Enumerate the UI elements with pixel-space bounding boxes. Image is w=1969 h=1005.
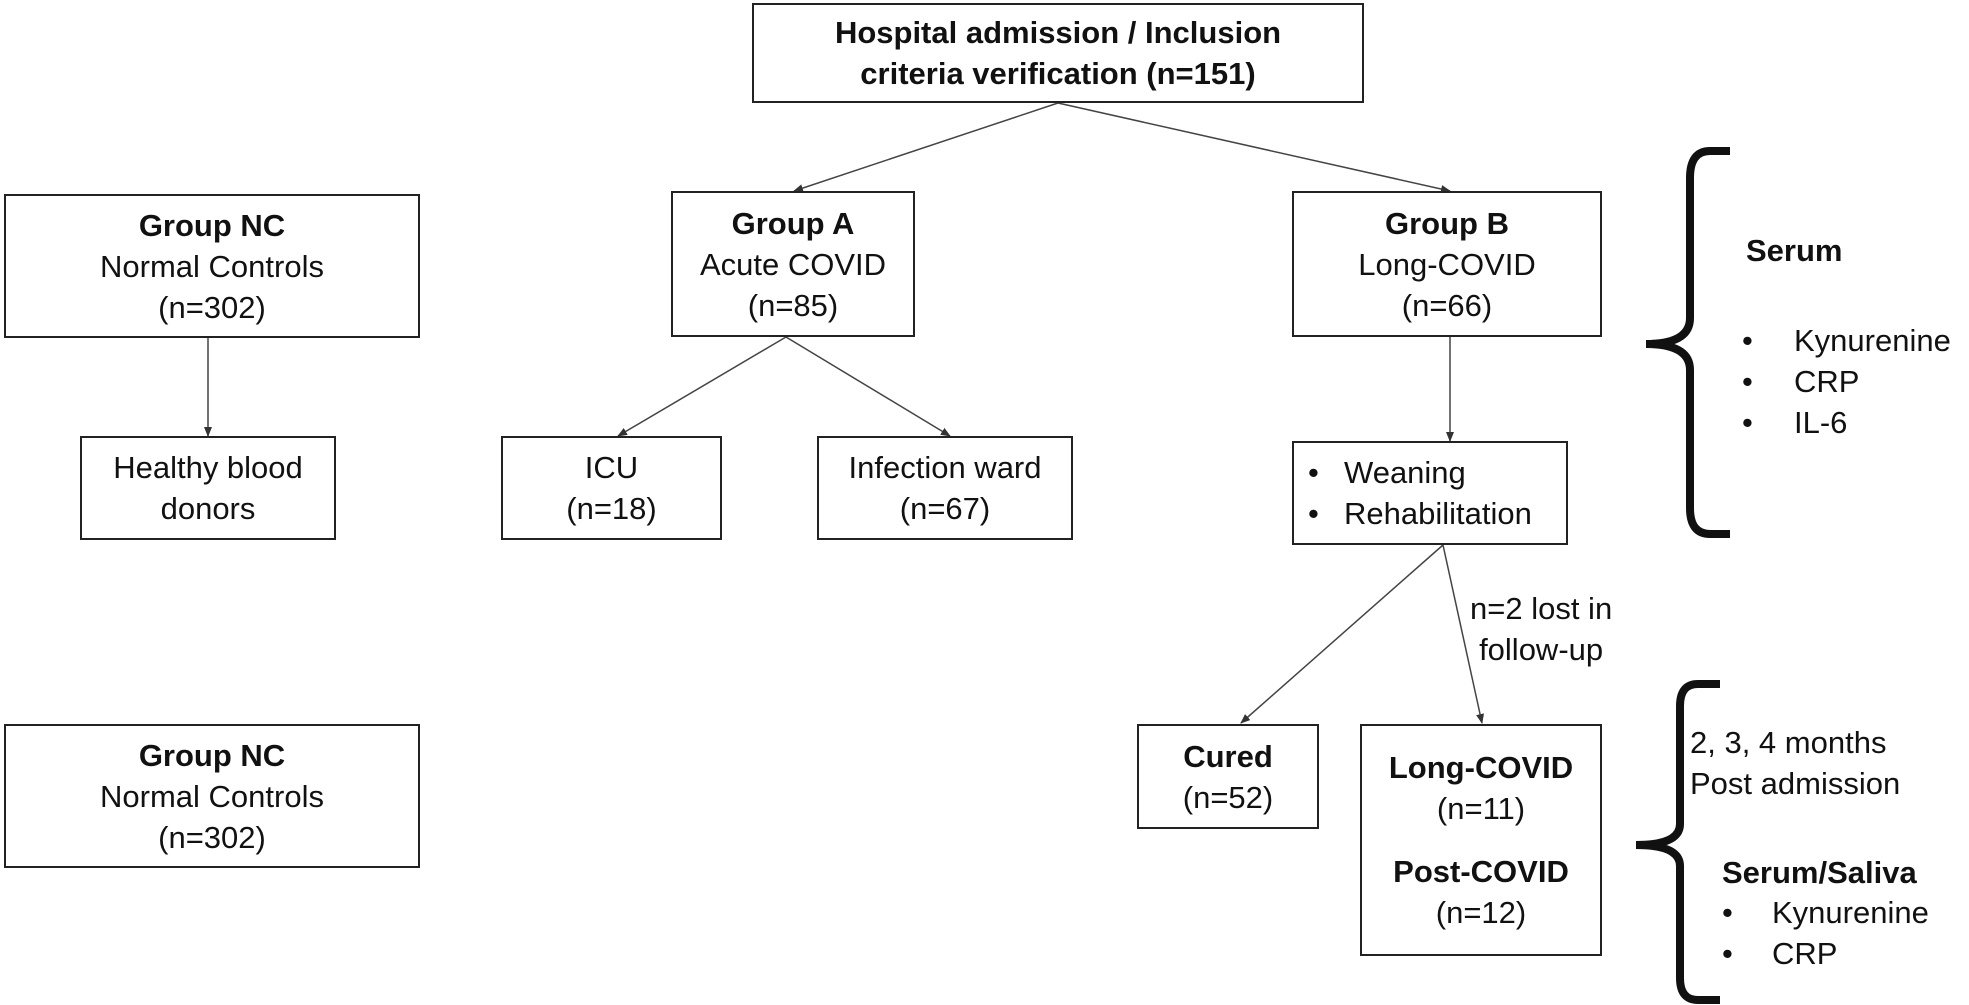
group-b-box: Group B Long-COVID (n=66) <box>1292 191 1602 337</box>
arrow-group-a-to-icu <box>617 336 787 437</box>
healthy-donors-line1: Healthy blood <box>113 450 303 485</box>
serum-marker-item: • CRP <box>1742 361 1951 402</box>
lost-follow-up-line2: follow-up <box>1479 632 1604 667</box>
serum-title: Serum <box>1746 233 1843 268</box>
cured-title: Cured <box>1183 738 1273 774</box>
kynurenine-label: Kynurenine <box>1794 323 1951 358</box>
kynurenine-label: Kynurenine <box>1772 895 1929 930</box>
post-covid-title: Post-COVID <box>1393 853 1569 889</box>
icu-count: (n=18) <box>566 491 657 526</box>
infection-ward-label: Infection ward <box>848 450 1042 485</box>
group-nc-subtitle: Normal Controls <box>100 248 324 284</box>
rehabilitation-label: Rehabilitation <box>1344 496 1532 531</box>
bullet-icon: • <box>1722 936 1733 971</box>
long-covid-count: (n=11) <box>1436 791 1526 827</box>
weaning-item: • Weaning <box>1308 452 1466 493</box>
infection-ward-count: (n=67) <box>899 491 991 526</box>
icu-box: ICU (n=18) <box>501 436 722 540</box>
arrow-weaning-to-long-covid <box>1442 544 1484 724</box>
serum-saliva-marker-item: • Kynurenine <box>1722 892 1929 933</box>
group-a-subtitle: Acute COVID <box>699 246 887 282</box>
post-covid-group: Post-COVID (n=12) <box>1393 851 1569 933</box>
followup-line1: 2, 3, 4 months <box>1690 725 1887 760</box>
hospital-admission-box: Hospital admission / Inclusion criteria … <box>752 3 1364 103</box>
weaning-label: Weaning <box>1344 455 1466 490</box>
hospital-admission-line1: Hospital admission / Inclusion <box>834 15 1282 50</box>
bullet-icon: • <box>1742 405 1753 440</box>
infection-ward-box: Infection ward (n=67) <box>817 436 1073 540</box>
cured-count: (n=52) <box>1182 779 1274 815</box>
post-covid-count: (n=12) <box>1435 894 1527 930</box>
serum-saliva-marker-list: • Kynurenine • CRP <box>1722 892 1929 974</box>
serum-bracket <box>1645 147 1730 538</box>
serum-marker-item: • IL-6 <box>1742 402 1951 443</box>
arrow-group-a-to-ward <box>785 336 951 437</box>
lost-follow-up-line1: n=2 lost in <box>1470 591 1613 626</box>
group-a-title: Group A <box>731 205 855 241</box>
lost-follow-up-note: n=2 lost in follow-up <box>1470 588 1612 670</box>
arrow-weaning-to-cured <box>1240 544 1444 724</box>
group-a-count: (n=85) <box>747 287 839 323</box>
followup-line2: Post admission <box>1690 766 1901 801</box>
arrow-top-to-group-a <box>793 102 1059 192</box>
group-nc-bottom-subtitle: Normal Controls <box>100 778 324 814</box>
group-nc-bottom-count: (n=302) <box>158 819 266 855</box>
serum-saliva-title: Serum/Saliva <box>1722 855 1917 890</box>
bullet-icon: • <box>1722 895 1733 930</box>
icu-label: ICU <box>584 450 639 485</box>
group-nc-title: Group NC <box>138 207 286 243</box>
group-nc-box: Group NC Normal Controls (n=302) <box>4 194 420 338</box>
il6-label: IL-6 <box>1794 405 1848 440</box>
bullet-icon: • <box>1308 496 1319 531</box>
bullet-icon: • <box>1742 364 1753 399</box>
group-b-title: Group B <box>1385 205 1509 241</box>
followup-bracket <box>1635 680 1720 1004</box>
long-covid-title: Long-COVID <box>1388 750 1574 786</box>
arrow-top-to-group-b <box>1057 102 1451 193</box>
cured-box: Cured (n=52) <box>1137 724 1319 829</box>
hospital-admission-line2: criteria verification (n=151) <box>860 56 1256 91</box>
serum-saliva-marker-item: • CRP <box>1722 933 1929 974</box>
group-a-box: Group A Acute COVID (n=85) <box>671 191 915 337</box>
crp-label: CRP <box>1772 936 1838 971</box>
serum-marker-item: • Kynurenine <box>1742 320 1951 361</box>
healthy-donors-line2: donors <box>160 491 256 526</box>
long-post-covid-box: Long-COVID (n=11) Post-COVID (n=12) <box>1360 724 1602 956</box>
bullet-icon: • <box>1308 455 1319 490</box>
weaning-box: • Weaning • Rehabilitation <box>1292 441 1568 545</box>
crp-label: CRP <box>1794 364 1860 399</box>
healthy-donors-box: Healthy blood donors <box>80 436 336 540</box>
long-covid-group: Long-COVID (n=11) <box>1389 747 1573 829</box>
group-b-count: (n=66) <box>1401 287 1493 323</box>
serum-marker-list: • Kynurenine • CRP • IL-6 <box>1742 320 1951 443</box>
rehabilitation-item: • Rehabilitation <box>1308 493 1532 534</box>
group-nc-bottom-box: Group NC Normal Controls (n=302) <box>4 724 420 868</box>
group-nc-bottom-title: Group NC <box>138 737 286 773</box>
followup-timepoints: 2, 3, 4 months Post admission <box>1690 722 1900 804</box>
group-b-subtitle: Long-COVID <box>1358 246 1536 282</box>
bullet-icon: • <box>1742 323 1753 358</box>
group-nc-count: (n=302) <box>158 289 266 325</box>
